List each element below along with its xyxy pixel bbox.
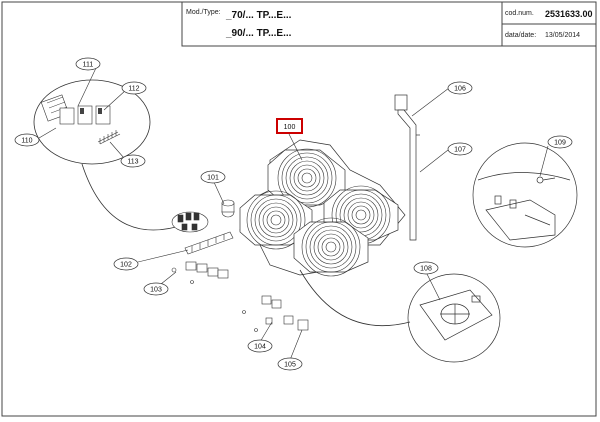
connector-group-104 xyxy=(242,295,309,332)
knob-part xyxy=(221,199,235,218)
svg-text:112: 112 xyxy=(128,86,139,93)
svg-text:102: 102 xyxy=(120,262,132,269)
callout-108: 108 xyxy=(413,261,439,275)
svg-text:110: 110 xyxy=(21,138,32,145)
svg-text:113: 113 xyxy=(127,159,138,166)
svg-text:107: 107 xyxy=(454,147,466,154)
callout-109: 109 xyxy=(547,135,573,149)
leader-lines xyxy=(38,67,549,361)
svg-text:101: 101 xyxy=(207,175,219,182)
svg-text:105: 105 xyxy=(284,362,296,369)
mod-label: Mod./Type: xyxy=(186,9,221,16)
svg-text:103: 103 xyxy=(150,287,162,294)
callout-103: 103 xyxy=(143,282,169,296)
vent-pipe xyxy=(394,94,420,241)
title-block: Mod./Type: _70/... TP...E... _90/... TP.… xyxy=(181,1,597,47)
cod-label: cod.num. xyxy=(505,10,534,17)
svg-text:111: 111 xyxy=(83,62,94,69)
detail-link-line xyxy=(81,163,187,231)
svg-text:104: 104 xyxy=(254,344,266,351)
cod-value: 2531633.00 xyxy=(545,9,593,19)
svg-text:109: 109 xyxy=(554,140,566,147)
callout-102: 102 xyxy=(113,257,139,271)
callout-104: 104 xyxy=(247,339,273,353)
detail-circle-fan xyxy=(407,273,501,363)
svg-text:100: 100 xyxy=(284,124,296,131)
callout-101: 101 xyxy=(200,170,226,184)
detail-circle-electronics xyxy=(33,79,151,165)
callout-113: 113 xyxy=(120,154,146,168)
date-value: 13/05/2014 xyxy=(545,32,580,39)
terminal-strip xyxy=(184,231,234,255)
callout-112: 112 xyxy=(121,81,147,95)
date-label: data/date: xyxy=(505,32,536,39)
connector-group-103 xyxy=(171,261,229,284)
callout-111: 111 xyxy=(75,57,101,71)
callout-110: 110 xyxy=(14,133,40,147)
hob-assembly xyxy=(239,139,406,277)
callout-100: 100 xyxy=(276,118,303,134)
mod-line-1: _70/... TP...E... xyxy=(225,10,292,21)
callout-105: 105 xyxy=(277,357,303,371)
svg-text:106: 106 xyxy=(454,86,466,93)
mod-line-2: _90/... TP...E... xyxy=(225,28,292,39)
svg-text:108: 108 xyxy=(420,266,432,273)
callout-106: 106 xyxy=(447,81,473,95)
control-module xyxy=(171,211,209,233)
callout-107: 107 xyxy=(447,142,473,156)
hob-link-line xyxy=(299,269,411,326)
detail-circle-sensor xyxy=(472,142,578,248)
